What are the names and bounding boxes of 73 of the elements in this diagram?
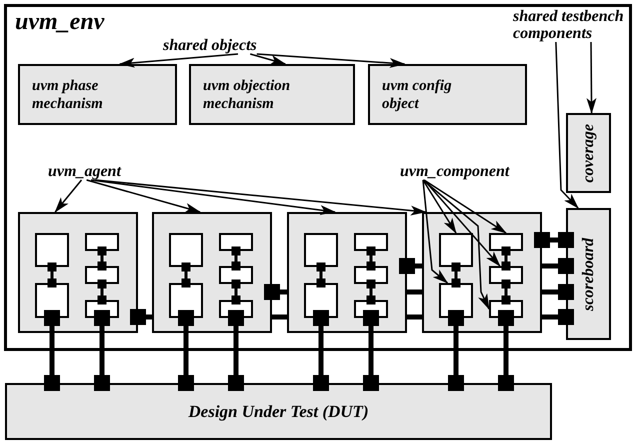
annotation-label: uvm_agent	[48, 163, 121, 180]
subcomponent-box	[439, 233, 473, 267]
arrow	[422, 179, 490, 310]
agent-box	[287, 212, 407, 333]
arrow	[54, 180, 82, 213]
arrow	[424, 180, 501, 267]
port-connector	[48, 262, 56, 288]
dut-box	[5, 383, 552, 440]
port-connector	[228, 310, 244, 391]
port-connector	[313, 310, 329, 391]
subcomponent-box	[35, 233, 69, 267]
subcomponent-box	[354, 233, 388, 251]
port-connector	[366, 280, 376, 304]
annotation-label: shared testbench components	[513, 8, 637, 42]
box-label: Design Under Test (DUT)	[188, 402, 369, 422]
port-connector	[232, 280, 240, 304]
port-connector	[542, 284, 574, 300]
connector-line	[407, 290, 422, 294]
port-connector	[44, 310, 60, 391]
annotation-label: uvm_component	[400, 163, 510, 180]
port-connector	[178, 310, 194, 391]
arrow	[422, 180, 448, 284]
box-label: coverage	[580, 124, 598, 182]
arrow	[555, 42, 579, 209]
port-connector	[264, 284, 287, 300]
arrow	[256, 53, 406, 68]
arrow	[422, 180, 457, 234]
arrow	[90, 179, 336, 215]
subcomponent-box	[219, 233, 253, 251]
arrow	[95, 179, 427, 216]
port-connector	[98, 280, 106, 304]
port-connector	[316, 262, 326, 288]
component-box	[566, 208, 611, 340]
box-label: uvm objection mechanism	[203, 76, 292, 112]
annotation-label: shared objects	[163, 37, 257, 54]
port-connector	[363, 310, 379, 391]
arrow	[118, 53, 238, 68]
port-connector	[502, 280, 510, 304]
port-connector	[399, 258, 422, 274]
port-connector	[232, 246, 240, 270]
subcomponent-box	[85, 233, 119, 251]
arrow	[250, 53, 286, 65]
environment-frame	[4, 4, 632, 351]
port-connector	[534, 232, 574, 248]
arrow	[586, 42, 596, 114]
port-connector	[130, 309, 152, 325]
box-label: uvm phase mechanism	[32, 76, 104, 112]
box-label: uvm config object	[382, 76, 453, 112]
box-label: scoreboard	[580, 238, 598, 310]
port-connector	[448, 310, 464, 391]
port-connector	[182, 262, 190, 288]
subcomponent-box	[304, 233, 338, 267]
agent-box	[152, 212, 272, 333]
port-connector	[94, 310, 110, 391]
arrow	[424, 179, 507, 234]
arrow	[86, 179, 201, 213]
connector-line	[407, 314, 422, 320]
connector-line	[272, 314, 287, 320]
subcomponent-box	[169, 233, 203, 267]
component-box	[566, 113, 611, 193]
object-box	[189, 64, 355, 125]
port-connector	[542, 309, 574, 325]
agent-box	[18, 212, 138, 333]
port-connector	[498, 310, 514, 391]
port-connector	[452, 262, 460, 288]
port-connector	[98, 246, 106, 270]
frame-title: uvm_env	[15, 9, 104, 36]
port-connector	[366, 246, 376, 270]
object-box	[368, 64, 527, 125]
port-connector	[542, 258, 574, 274]
subcomponent-box	[489, 233, 523, 251]
object-box	[18, 64, 177, 125]
port-connector	[502, 246, 510, 270]
